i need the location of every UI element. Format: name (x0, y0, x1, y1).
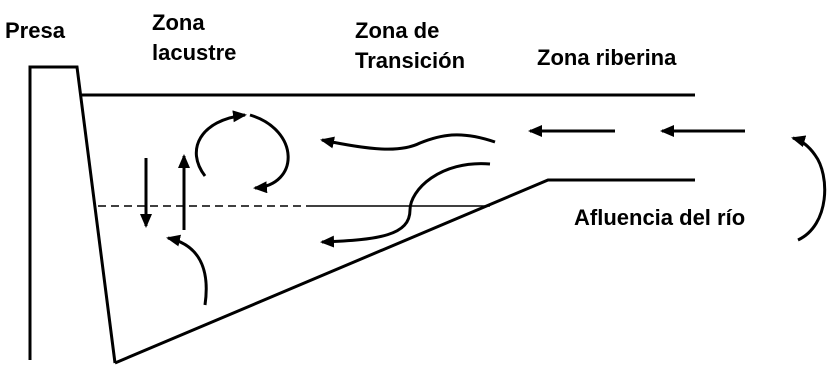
label-zona-transicion-line1: Zona de (355, 18, 439, 43)
label-zona-lacustre-line2: lacustre (152, 40, 236, 65)
label-zona-transicion-line2: Transición (355, 48, 465, 73)
dam-outline (28, 65, 117, 364)
label-zona-lacustre-line1: Zona (152, 10, 205, 35)
label-presa: Presa (5, 18, 66, 43)
wavy-deep-flow-arrow (320, 162, 491, 248)
label-zona-riberina: Zona riberina (537, 45, 677, 70)
bottom-return-arrow (166, 234, 208, 306)
reservoir-bottom-line (114, 178, 695, 365)
wavy-surface-flow-arrow (320, 133, 496, 151)
circulation-arrow-bottom (249, 113, 290, 194)
label-afluencia-del-rio: Afluencia del río (574, 205, 745, 230)
river-inflow-arrow (791, 135, 827, 242)
circulation-arrow-top (194, 110, 247, 177)
